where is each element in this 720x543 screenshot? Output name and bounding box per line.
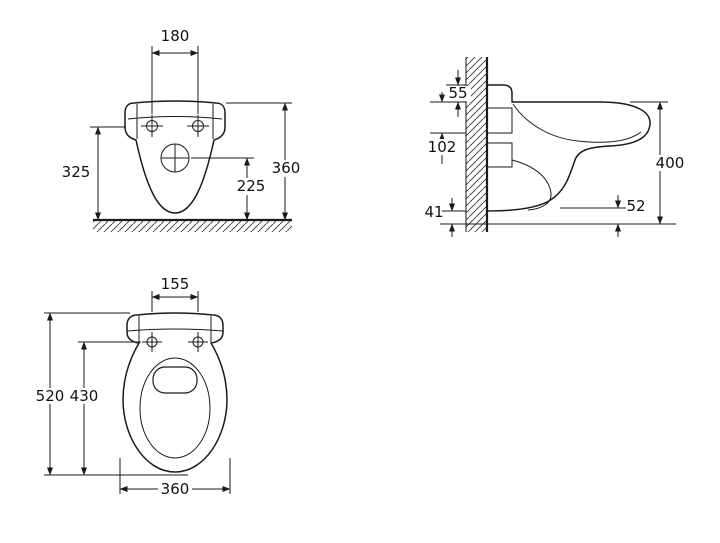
- dim-side-middle: 102: [425, 92, 466, 164]
- dim-top-top: 155: [151, 275, 199, 312]
- label-backing: [158, 481, 192, 497]
- front-dim-top-label: 180: [161, 27, 190, 45]
- label-backing: [268, 160, 304, 177]
- flush-water-spot: [152, 366, 198, 394]
- bowl-inner-line: [512, 103, 642, 143]
- dim-top-inner-left: 430: [67, 341, 141, 476]
- dim-side-upper: 55: [430, 70, 471, 117]
- front-dim-inner-label: 225: [237, 177, 266, 195]
- bowl-rim-ellipse: [139, 357, 211, 459]
- top-dim-bottom-label: 360: [161, 480, 190, 498]
- side-dim-middle-label: 102: [428, 138, 457, 156]
- inlet-pipe: [487, 107, 513, 134]
- dim-side-lower: 41: [424, 198, 466, 237]
- seat-split-line: [127, 116, 223, 120]
- side-dim-upper-label: 55: [448, 84, 467, 102]
- front-view: 180 325 360 225: [62, 27, 304, 232]
- dim-top-left: 520: [33, 312, 188, 476]
- toilet-front-outline: [124, 100, 226, 214]
- toilet-top-outline: [122, 312, 228, 473]
- outlet-pipe: [487, 142, 513, 168]
- top-dim-inner-left-label: 430: [70, 387, 99, 405]
- side-dim-bottom-right-label: 52: [626, 197, 645, 215]
- front-dim-right-label: 360: [272, 159, 301, 177]
- wall-hatch: [466, 57, 487, 232]
- dim-front-left: 325: [62, 126, 126, 221]
- top-dim-left-label: 520: [36, 387, 65, 405]
- dim-front-top: 180: [151, 27, 199, 114]
- floor-hatch: [93, 220, 292, 232]
- side-view: 55 102 41 400 52: [424, 57, 688, 237]
- side-dim-height-label: 400: [656, 154, 685, 172]
- dim-front-right: 360: [226, 102, 304, 221]
- dim-side-height: 400: [630, 101, 688, 225]
- dim-front-inner: 225: [191, 157, 269, 221]
- front-dim-left-label: 325: [62, 163, 91, 181]
- top-dim-top-label: 155: [161, 275, 190, 293]
- side-dim-lower-label: 41: [424, 203, 443, 221]
- label-backing: [233, 178, 269, 195]
- seat-hinge-line: [126, 328, 224, 332]
- label-backing: [446, 86, 471, 101]
- top-view: 155 520 430 360: [33, 275, 231, 498]
- label-backing: [67, 388, 101, 404]
- label-backing: [33, 388, 67, 404]
- trap-line: [511, 159, 552, 211]
- label-backing: [425, 139, 460, 155]
- label-backing: [652, 155, 688, 171]
- toilet-side-outline: [486, 84, 651, 212]
- dim-top-bottom: 360: [119, 458, 231, 498]
- dim-side-bottom-right: 52: [560, 195, 646, 237]
